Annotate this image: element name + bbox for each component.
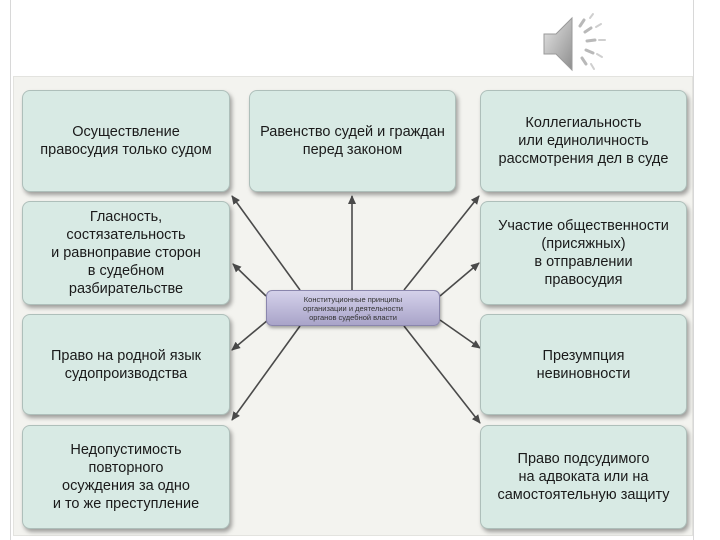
principle-box-collegiality: Коллегиальность или единоличность рассмо… xyxy=(480,90,687,192)
arrow-to-p3 xyxy=(403,195,480,291)
principle-box-double-jeopardy: Недопустимость повторного осуждения за о… xyxy=(22,425,230,529)
arrow-to-p7 xyxy=(439,319,481,349)
principle-box-right-to-defense: Право подсудимого на адвоката или на сам… xyxy=(480,425,687,529)
arrow-to-p1 xyxy=(231,195,301,291)
principle-box-presumption-innocence: Презумпция невиновности xyxy=(480,314,687,415)
arrow-to-p9 xyxy=(403,325,481,424)
principle-box-justice-by-court: Осуществление правосудия только судом xyxy=(22,90,230,192)
arrow-to-p8 xyxy=(231,325,301,421)
principle-box-equality: Равенство судей и граждан перед законом xyxy=(249,90,456,192)
arrow-to-p4 xyxy=(232,263,267,297)
central-node: Конституционные принципы организации и д… xyxy=(266,290,440,326)
slide-frame-right xyxy=(693,0,694,540)
slide-frame-left xyxy=(10,0,11,540)
arrow-to-p5 xyxy=(439,262,480,297)
principle-box-jury-participation: Участие общественности (присяжных) в отп… xyxy=(480,201,687,305)
speaker-icon[interactable] xyxy=(538,12,608,74)
principle-box-publicity: Гласность, состязательность и равноправи… xyxy=(22,201,230,305)
principle-box-native-language: Право на родной язык судопроизводства xyxy=(22,314,230,415)
arrow-to-p6 xyxy=(231,319,269,351)
